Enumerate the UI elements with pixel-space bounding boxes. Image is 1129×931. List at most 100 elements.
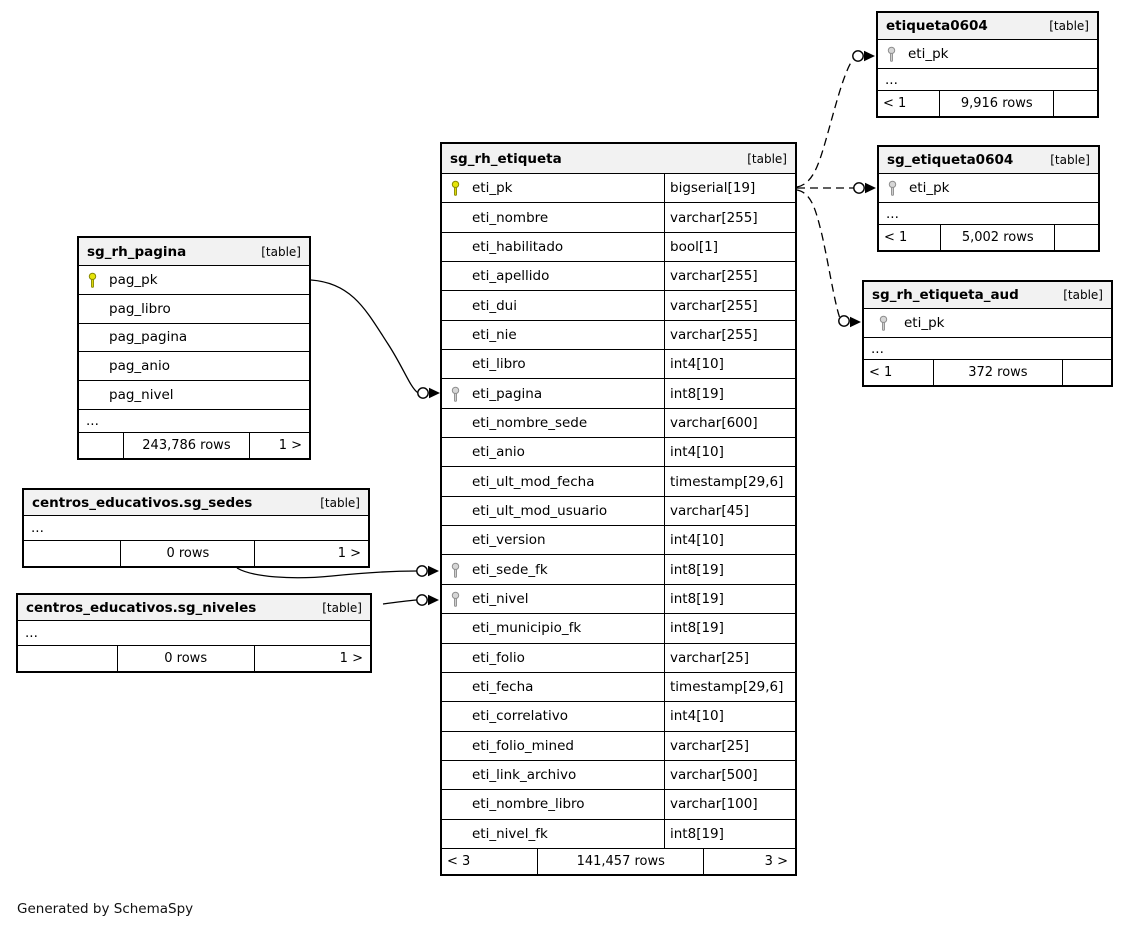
column-row: eti_link_archivo varchar[500] bbox=[442, 759, 795, 790]
column-name: eti_ult_mod_fecha bbox=[472, 473, 595, 490]
column-name: eti_apellido bbox=[472, 268, 550, 285]
column-name: eti_habilitado bbox=[472, 238, 564, 255]
column-type: varchar[25] bbox=[664, 643, 795, 672]
column-row: eti_nombre_sede varchar[600] bbox=[442, 407, 795, 438]
footer-row-count: 141,457 rows bbox=[537, 848, 703, 874]
column-name: eti_nombre_sede bbox=[472, 414, 588, 431]
footer-children-count bbox=[1053, 91, 1097, 116]
footer-row-count: 372 rows bbox=[933, 360, 1061, 385]
crow-foot-arrow-icon bbox=[865, 182, 876, 194]
column-name: eti_anio bbox=[472, 444, 525, 461]
column-row: pag_libro bbox=[79, 293, 309, 323]
table-type-tag: [table] bbox=[747, 151, 787, 166]
table-footer: < 1 5,002 rows bbox=[879, 224, 1098, 250]
ellipsis-label: ... bbox=[871, 340, 884, 357]
table-header[interactable]: etiqueta0604 [table] bbox=[878, 13, 1097, 39]
column-name: eti_pagina bbox=[472, 385, 543, 402]
table-name[interactable]: centros_educativos.sg_niveles bbox=[26, 599, 257, 616]
ellipsis-label: ... bbox=[86, 412, 99, 429]
column-row: eti_ult_mod_fecha timestamp[29,6] bbox=[442, 466, 795, 496]
column-name: eti_nombre bbox=[472, 209, 549, 226]
column-type: int4[10] bbox=[664, 438, 795, 467]
table-type-tag: [table] bbox=[1049, 19, 1089, 33]
column-name: pag_pagina bbox=[109, 329, 188, 346]
column-name: eti_libro bbox=[472, 356, 526, 373]
column-name: eti_nivel bbox=[472, 590, 529, 607]
column-row: eti_nivel_fk int8[19] bbox=[442, 818, 795, 848]
key-icon bbox=[88, 272, 97, 288]
column-name: pag_anio bbox=[109, 358, 171, 375]
column-type: int4[10] bbox=[664, 350, 795, 379]
footer-parents-count bbox=[24, 541, 120, 566]
relationship-niveles-to-etiqueta bbox=[382, 594, 439, 606]
table-sg_niveles[interactable]: centros_educativos.sg_niveles [table] ..… bbox=[16, 593, 372, 673]
table-name[interactable]: sg_etiqueta0604 bbox=[887, 152, 1014, 168]
column-name: eti_nivel_fk bbox=[472, 825, 548, 842]
table-type-tag: [table] bbox=[261, 244, 301, 259]
key-icon bbox=[879, 315, 888, 331]
footer-parents-count: < 1 bbox=[869, 365, 893, 380]
table-sg_rh_etiqueta_aud[interactable]: sg_rh_etiqueta_aud [table] eti_pk ... < … bbox=[862, 280, 1113, 387]
table-name[interactable]: sg_rh_pagina bbox=[87, 243, 187, 260]
footer-parents-count bbox=[79, 433, 123, 458]
table-header[interactable]: sg_rh_etiqueta_aud [table] bbox=[864, 282, 1111, 308]
crow-foot-arrow-icon bbox=[864, 50, 875, 62]
table-header[interactable]: sg_rh_etiqueta [table] bbox=[442, 144, 795, 173]
table-header[interactable]: sg_etiqueta0604 [table] bbox=[879, 147, 1098, 173]
column-row: eti_fecha timestamp[29,6] bbox=[442, 671, 795, 702]
table-sg_sedes[interactable]: centros_educativos.sg_sedes [table] ... … bbox=[22, 488, 370, 568]
column-type: int8[19] bbox=[664, 584, 795, 614]
column-type: int8[19] bbox=[664, 555, 795, 584]
column-type: varchar[600] bbox=[664, 408, 795, 438]
table-sg_rh_pagina[interactable]: sg_rh_pagina [table] pag_pk pag_libro bbox=[77, 236, 311, 460]
column-name: eti_fecha bbox=[472, 679, 534, 696]
table-header[interactable]: centros_educativos.sg_sedes [table] bbox=[24, 490, 368, 515]
table-sg_etiqueta0604[interactable]: sg_etiqueta0604 [table] eti_pk ... < 1 5… bbox=[877, 145, 1100, 252]
table-footer: 243,786 rows 1 > bbox=[79, 431, 309, 458]
column-type: varchar[45] bbox=[664, 496, 795, 526]
column-name: eti_pk bbox=[472, 180, 513, 197]
key-icon bbox=[887, 46, 896, 62]
column-name: eti_pk bbox=[908, 46, 949, 62]
column-row: eti_dui varchar[255] bbox=[442, 290, 795, 320]
column-type: varchar[25] bbox=[664, 731, 795, 760]
table-header[interactable]: sg_rh_pagina [table] bbox=[79, 238, 309, 265]
more-columns-ellipsis: ... bbox=[79, 408, 309, 432]
footer-row-count: 5,002 rows bbox=[940, 225, 1054, 250]
column-type: int8[19] bbox=[664, 819, 795, 848]
column-row: pag_pk bbox=[79, 265, 309, 294]
table-name[interactable]: centros_educativos.sg_sedes bbox=[32, 494, 253, 511]
table-sg_rh_etiqueta[interactable]: sg_rh_etiqueta [table] eti_pk bigserial[… bbox=[440, 142, 797, 876]
column-name: eti_folio bbox=[472, 649, 525, 666]
column-row: pag_anio bbox=[79, 351, 309, 381]
more-columns-ellipsis: ... bbox=[24, 515, 368, 540]
more-columns-ellipsis: ... bbox=[18, 620, 370, 645]
table-name[interactable]: etiqueta0604 bbox=[886, 18, 988, 34]
table-footer: 0 rows 1 > bbox=[24, 540, 368, 566]
generator-credit: Generated by SchemaSpy bbox=[17, 901, 194, 917]
table-type-tag: [table] bbox=[1050, 153, 1090, 167]
crow-foot-arrow-icon bbox=[428, 594, 439, 606]
column-name: eti_pk bbox=[909, 180, 950, 196]
column-row: eti_nombre varchar[255] bbox=[442, 202, 795, 232]
footer-children-count: 1 > bbox=[254, 541, 368, 566]
footer-row-count: 0 rows bbox=[116, 646, 254, 671]
column-name: eti_correlativo bbox=[472, 708, 568, 725]
column-row: pag_pagina bbox=[79, 322, 309, 352]
zero-circle-icon bbox=[416, 565, 428, 577]
column-type: varchar[100] bbox=[664, 790, 795, 819]
footer-parents-count bbox=[18, 646, 117, 671]
footer-children-count bbox=[1054, 225, 1098, 250]
column-name: eti_link_archivo bbox=[472, 767, 577, 784]
table-etiqueta0604[interactable]: etiqueta0604 [table] eti_pk ... < 1 9,91… bbox=[876, 11, 1099, 118]
footer-children-count: 1 > bbox=[253, 646, 370, 671]
table-name[interactable]: sg_rh_etiqueta bbox=[450, 150, 562, 167]
table-header[interactable]: centros_educativos.sg_niveles [table] bbox=[18, 595, 370, 620]
table-name[interactable]: sg_rh_etiqueta_aud bbox=[872, 287, 1019, 303]
footer-parents-count: < 3 bbox=[447, 853, 471, 869]
crow-foot-arrow-icon bbox=[428, 565, 439, 577]
column-name: eti_nombre_libro bbox=[472, 796, 585, 813]
column-row: eti_pk bbox=[864, 308, 1111, 337]
column-name: eti_sede_fk bbox=[472, 561, 548, 578]
column-name: pag_libro bbox=[109, 300, 171, 317]
